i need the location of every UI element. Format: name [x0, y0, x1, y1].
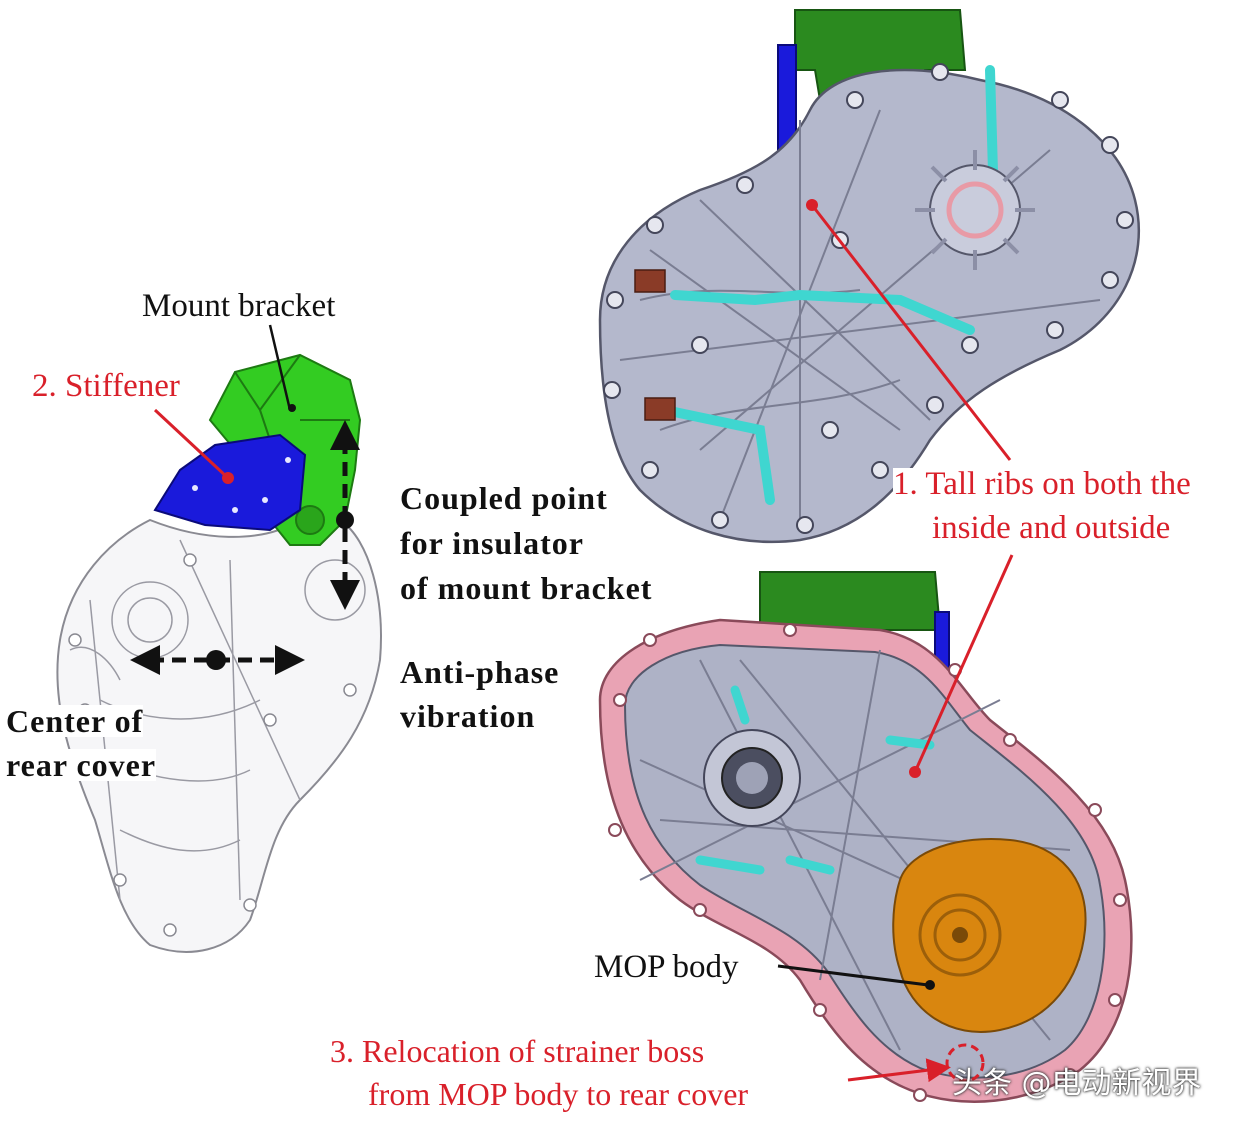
watermark: 头条 @电动新视界	[952, 1066, 1202, 1101]
horizontal-vibration-arrow	[130, 645, 305, 675]
housing-inside-view	[598, 554, 1133, 1103]
anti-phase-line-1: Anti-phase	[400, 654, 560, 690]
coupled-point-line-1: Coupled point	[400, 480, 608, 516]
rear-cover-left-illustration	[56, 324, 382, 953]
housing-outside-view	[598, 9, 1140, 544]
stiffener-label: 2. Stiffener	[32, 368, 180, 404]
center-rear-cover-line-1: Center of	[6, 703, 144, 739]
relocation-line-1: 3. Relocation of strainer boss	[330, 1033, 705, 1069]
mop-body-label: MOP body	[594, 949, 739, 985]
mop-body-shape	[892, 838, 1087, 1033]
tall-ribs-line-1: 1. Tall ribs on both the	[893, 466, 1191, 502]
relocation-line-2: from MOP body to rear cover	[368, 1076, 749, 1112]
rear-cover-housing	[56, 518, 382, 953]
anti-phase-line-2: vibration	[400, 698, 536, 734]
vertical-vibration-arrow	[330, 420, 360, 610]
coupled-point-line-3: of mount bracket	[400, 570, 653, 606]
mount-bracket-label: Mount bracket	[142, 288, 336, 324]
coupled-point-line-2: for insulator	[400, 525, 584, 561]
tall-ribs-line-2: inside and outside	[932, 510, 1171, 546]
center-rear-cover-line-2: rear cover	[6, 747, 157, 783]
